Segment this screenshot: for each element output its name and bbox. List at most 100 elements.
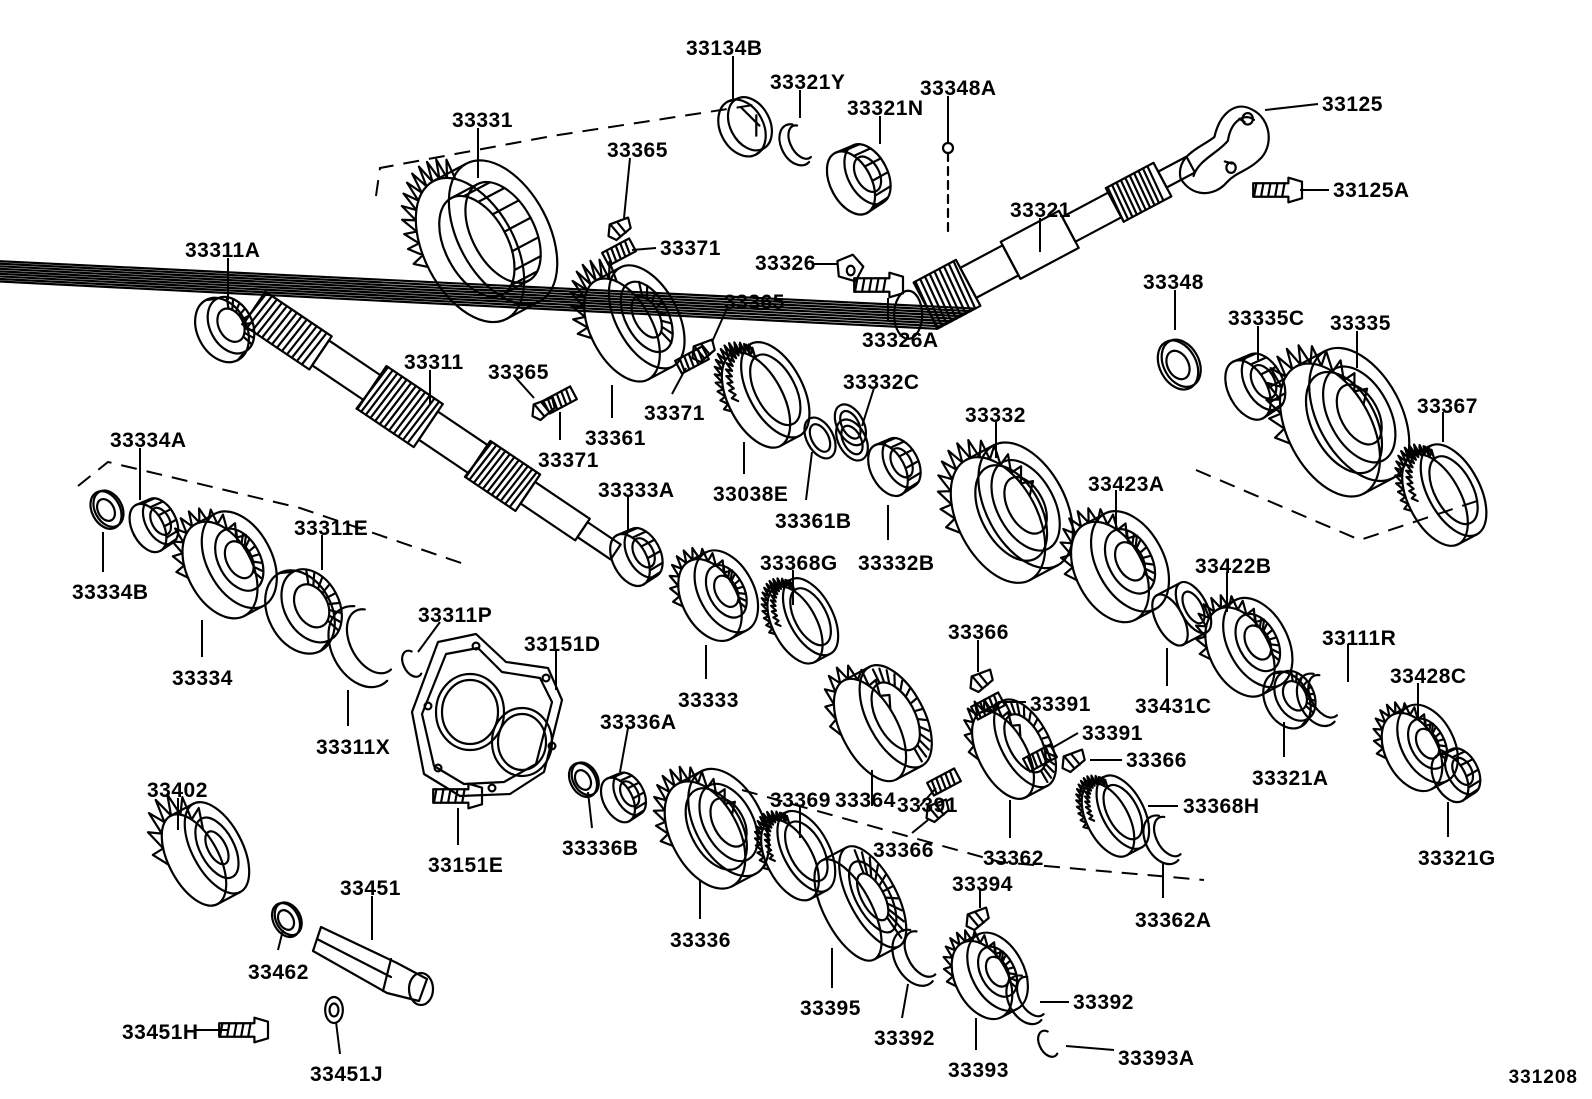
part-label-33334[interactable]: 33334 xyxy=(172,667,233,690)
part-art-33332C xyxy=(835,418,869,462)
part-art-33332 xyxy=(936,438,1074,584)
part-art-33038E xyxy=(713,341,811,449)
part-label-33371b[interactable]: 33371 xyxy=(538,449,599,472)
part-label-33402[interactable]: 33402 xyxy=(147,779,208,802)
part-label-33151D[interactable]: 33151D xyxy=(524,633,601,656)
part-label-33321Y[interactable]: 33321Y xyxy=(770,71,846,94)
part-label-33366c[interactable]: 33366 xyxy=(873,839,934,862)
part-label-33335[interactable]: 33335 xyxy=(1330,312,1391,335)
part-label-33392b[interactable]: 33392 xyxy=(874,1027,935,1050)
part-label-33393A[interactable]: 33393A xyxy=(1118,1047,1195,1070)
part-art-33326A xyxy=(853,271,905,299)
part-label-33311P[interactable]: 33311P xyxy=(418,604,493,627)
part-art-33392a xyxy=(1005,974,1045,1026)
part-art-33362 xyxy=(963,698,1058,800)
part-label-33371a[interactable]: 33371 xyxy=(660,237,721,260)
part-label-33368G[interactable]: 33368G xyxy=(760,552,838,575)
part-label-33332[interactable]: 33332 xyxy=(965,404,1026,427)
part-label-33368H[interactable]: 33368H xyxy=(1183,795,1260,818)
part-art-33334B xyxy=(89,489,125,530)
part-label-33451H[interactable]: 33451H xyxy=(122,1021,199,1044)
leader-line-33311P xyxy=(417,621,441,653)
part-label-33365a[interactable]: 33365 xyxy=(607,139,668,162)
part-label-33333[interactable]: 33333 xyxy=(678,689,739,712)
part-label-33362[interactable]: 33362 xyxy=(983,847,1044,870)
part-label-33334A[interactable]: 33334A xyxy=(110,429,187,452)
part-art-33321A xyxy=(1262,669,1317,730)
part-label-33038E[interactable]: 33038E xyxy=(713,483,789,506)
part-label-33365c[interactable]: 33365 xyxy=(724,291,785,314)
part-label-33369[interactable]: 33369 xyxy=(770,789,831,812)
part-label-33423A[interactable]: 33423A xyxy=(1088,473,1165,496)
leader-line-33392b xyxy=(901,983,909,1019)
part-label-33311A[interactable]: 33311A xyxy=(185,239,261,262)
part-label-33428C[interactable]: 33428C xyxy=(1390,665,1467,688)
part-label-33361[interactable]: 33361 xyxy=(585,427,646,450)
leader-line-33336B xyxy=(587,791,593,829)
leader-line-33393A xyxy=(1065,1045,1115,1051)
part-label-33348[interactable]: 33348 xyxy=(1143,271,1204,294)
part-art-33369 xyxy=(753,809,837,902)
part-art-33335C xyxy=(1224,352,1287,421)
part-label-33331[interactable]: 33331 xyxy=(452,109,513,132)
part-art-33321Y xyxy=(778,123,812,167)
part-label-33361B[interactable]: 33361B xyxy=(775,510,852,533)
part-art-33125 xyxy=(1178,105,1270,195)
part-label-33134B[interactable]: 33134B xyxy=(686,37,763,60)
part-label-33371c[interactable]: 33371 xyxy=(644,402,705,425)
part-label-33431C[interactable]: 33431C xyxy=(1135,695,1212,718)
part-art-33331 xyxy=(400,158,559,324)
part-label-33367[interactable]: 33367 xyxy=(1417,395,1478,418)
part-art-33366a xyxy=(969,668,994,694)
part-label-33366b[interactable]: 33366 xyxy=(1126,749,1187,772)
part-label-33332C[interactable]: 33332C xyxy=(843,371,920,394)
part-label-33348A[interactable]: 33348A xyxy=(920,77,997,100)
part-label-33391a[interactable]: 33391 xyxy=(1030,693,1091,716)
part-label-33365b[interactable]: 33365 xyxy=(488,361,549,384)
part-label-33311X[interactable]: 33311X xyxy=(316,736,391,759)
leader-line-33371a xyxy=(631,247,657,251)
part-label-33321N[interactable]: 33321N xyxy=(847,97,924,120)
part-label-33321[interactable]: 33321 xyxy=(1010,199,1071,222)
part-label-33332B[interactable]: 33332B xyxy=(858,552,935,575)
part-label-33392a[interactable]: 33392 xyxy=(1073,991,1134,1014)
part-label-33451[interactable]: 33451 xyxy=(340,877,401,900)
part-label-33395[interactable]: 33395 xyxy=(800,997,861,1020)
part-art-33326 xyxy=(836,253,865,283)
part-label-33451J[interactable]: 33451J xyxy=(310,1063,384,1086)
part-label-33462[interactable]: 33462 xyxy=(248,961,309,984)
part-label-33111R[interactable]: 33111R xyxy=(1322,627,1397,650)
part-label-33125[interactable]: 33125 xyxy=(1322,93,1383,116)
part-art-33151D xyxy=(410,632,564,798)
part-label-33151E[interactable]: 33151E xyxy=(428,854,504,877)
part-label-33326[interactable]: 33326 xyxy=(755,252,816,275)
part-label-33366a[interactable]: 33366 xyxy=(948,621,1009,644)
part-label-33422B[interactable]: 33422B xyxy=(1195,555,1272,578)
part-label-33326A[interactable]: 33326A xyxy=(862,329,939,352)
part-label-33335C[interactable]: 33335C xyxy=(1228,307,1305,330)
part-label-33336A[interactable]: 33336A xyxy=(600,711,677,734)
part-label-33321G[interactable]: 33321G xyxy=(1418,847,1496,870)
part-label-33311E[interactable]: 33311E xyxy=(294,517,369,540)
part-art-33371a xyxy=(601,237,637,267)
part-art-33335 xyxy=(1265,344,1411,498)
part-label-33364[interactable]: 33364 xyxy=(835,789,896,812)
part-label-33321A[interactable]: 33321A xyxy=(1252,767,1329,790)
part-label-33311[interactable]: 33311 xyxy=(404,351,464,374)
part-label-33336B[interactable]: 33336B xyxy=(562,837,639,860)
part-label-33391b[interactable]: 33391 xyxy=(1082,722,1143,745)
part-label-33362A[interactable]: 33362A xyxy=(1135,909,1212,932)
part-art-33395 xyxy=(813,845,908,962)
part-label-33336[interactable]: 33336 xyxy=(670,929,731,952)
part-label-33333A[interactable]: 33333A xyxy=(598,479,675,502)
part-art-33348 xyxy=(1156,338,1202,391)
part-label-33393[interactable]: 33393 xyxy=(948,1059,1009,1082)
part-label-33391c[interactable]: 33391 xyxy=(897,794,958,817)
part-label-33334B[interactable]: 33334B xyxy=(72,581,149,604)
part-label-33394[interactable]: 33394 xyxy=(952,873,1013,896)
part-art-33311X xyxy=(327,605,393,689)
part-art-33366b xyxy=(1061,748,1086,774)
part-art-33391c xyxy=(926,767,962,797)
part-label-33125A[interactable]: 33125A xyxy=(1333,179,1410,202)
